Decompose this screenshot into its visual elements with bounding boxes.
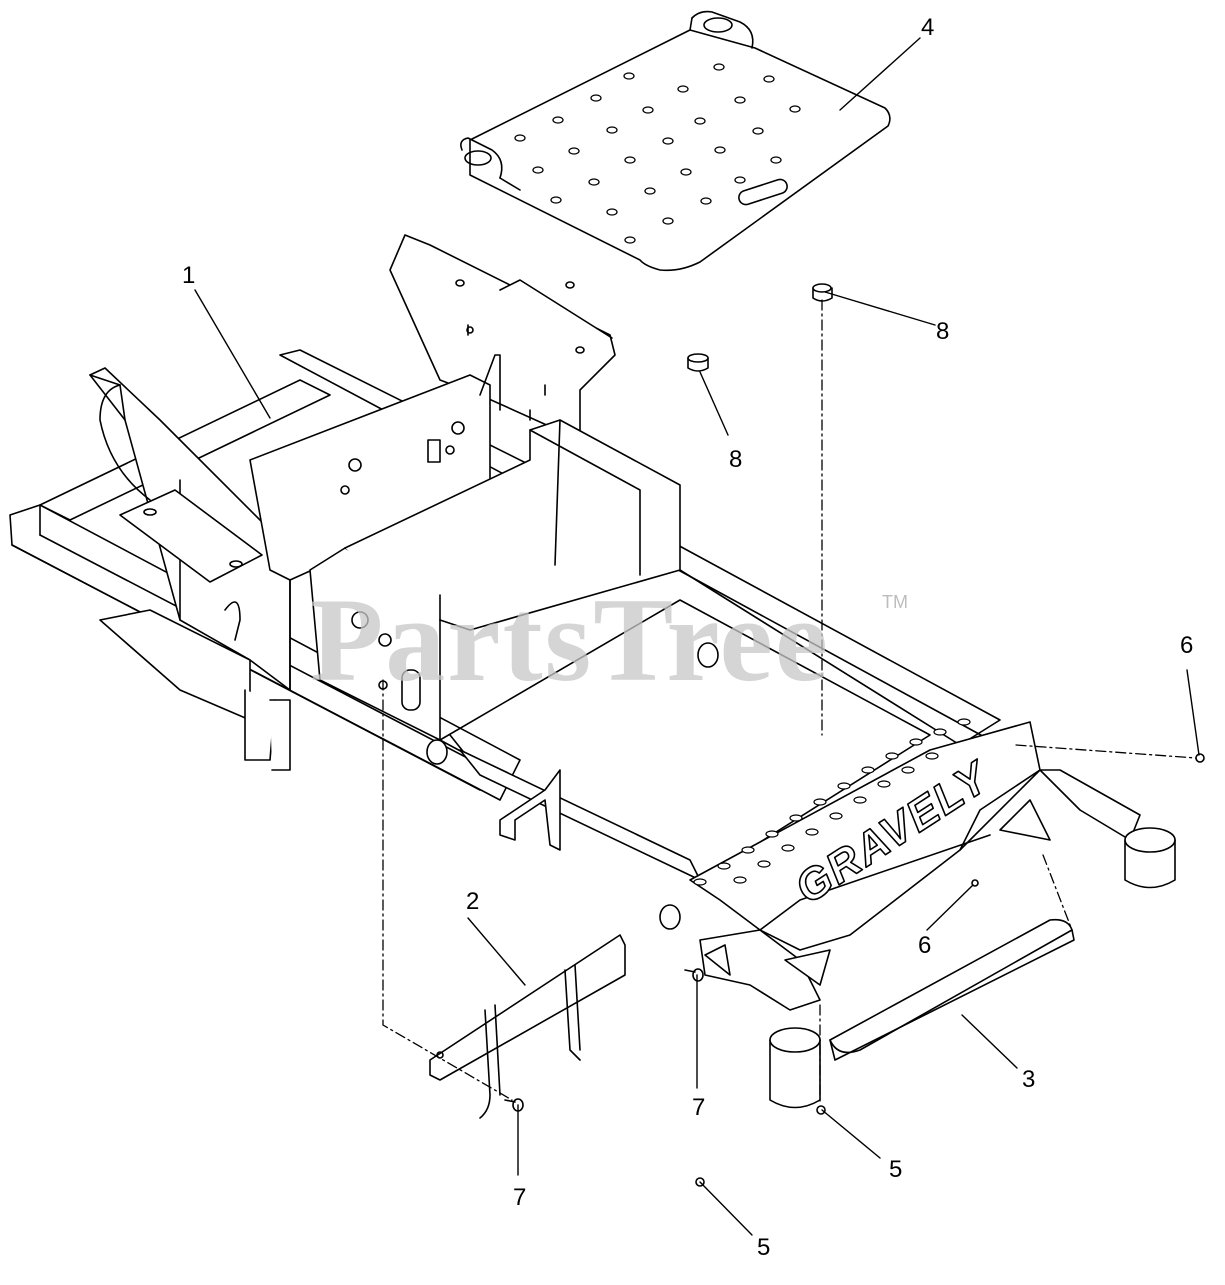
callout-7a: 7 [692,1094,706,1121]
watermark-text: PartsTree [310,573,830,706]
part-3-skid-plate [829,918,1075,1061]
watermark-tm: TM [882,592,908,612]
callout-2: 2 [466,888,480,915]
part-2-bracket [429,934,626,1119]
callout-5b: 5 [757,1234,771,1261]
callout-5a: 5 [889,1156,903,1183]
callout-8a: 8 [936,318,950,345]
callout-6a: 6 [1180,632,1194,659]
assembly-lines [382,299,1197,1106]
callout-8b: 8 [729,446,743,473]
callout-3: 3 [1022,1066,1036,1093]
hardware [504,283,1205,1187]
callout-4: 4 [921,14,935,41]
part-1-frame [9,234,1176,1109]
part-4-plate [460,10,891,272]
callout-7b: 7 [513,1184,527,1211]
callout-6b: 6 [918,932,932,959]
callout-1: 1 [182,262,196,289]
leader-lines [194,37,1200,1236]
